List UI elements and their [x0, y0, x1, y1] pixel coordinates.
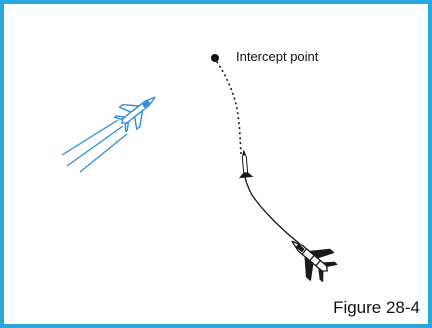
missile-projected-path [214, 58, 242, 155]
enemy-jet-icon [291, 240, 338, 282]
figure-caption: Figure 28-4 [333, 298, 420, 317]
missile-icon [238, 149, 254, 179]
intercept-point-label: Intercept point [236, 49, 319, 64]
missile-trail-solid [243, 167, 301, 245]
intercept-point-dot [211, 54, 219, 62]
friendly-contrails [61, 119, 128, 173]
friendly-jet-icon [113, 96, 156, 133]
